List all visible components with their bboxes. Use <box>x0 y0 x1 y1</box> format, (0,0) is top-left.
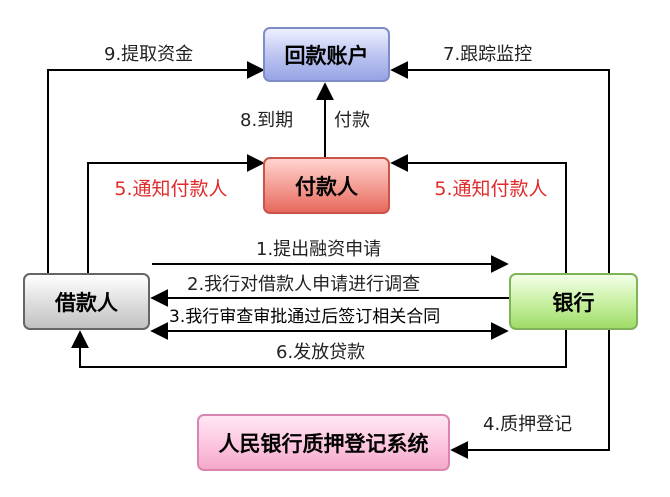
edge-label-9: 9.提取资金 <box>104 44 194 65</box>
edge-label-1: 1.提出融资申请 <box>256 239 382 260</box>
node-borrower: 借款人 <box>23 273 150 330</box>
edge-label-5-right: 5.通知付款人 <box>434 178 548 200</box>
node-payer: 付款人 <box>263 157 390 214</box>
node-payer-label: 付款人 <box>295 174 358 199</box>
node-bank: 银行 <box>509 273 638 330</box>
node-repayment-account: 回款账户 <box>263 27 390 82</box>
edge-label-8-due: 8.到期 <box>240 110 294 131</box>
edge-label-2: 2.我行对借款人申请进行调查 <box>187 274 421 295</box>
node-pboc-pledge-system: 人民银行质押登记系统 <box>197 414 450 471</box>
edge-label-7: 7.跟踪监控 <box>443 44 533 65</box>
edge-label-4: 4.质押登记 <box>483 414 573 435</box>
arrow-5-left <box>87 154 265 273</box>
arrow-4-pledge <box>450 330 610 459</box>
node-bank-label: 银行 <box>552 290 595 315</box>
node-borrower-label: 借款人 <box>55 290 118 315</box>
edge-label-6: 6.发放贷款 <box>276 342 366 363</box>
node-repayment-account-label: 回款账户 <box>284 43 369 68</box>
node-pboc-pledge-system-label: 人民银行质押登记系统 <box>218 431 429 456</box>
arrow-7-monitor <box>390 61 610 273</box>
arrow-6-loan <box>71 330 567 368</box>
arrow-5-right <box>390 154 567 273</box>
arrow-9-withdraw <box>47 61 265 273</box>
edge-label-5-left: 5.通知付款人 <box>114 178 228 200</box>
edge-label-3: 3.我行审查审批通过后签订相关合同 <box>169 307 441 327</box>
edge-label-8-pay: 付款 <box>334 110 370 131</box>
